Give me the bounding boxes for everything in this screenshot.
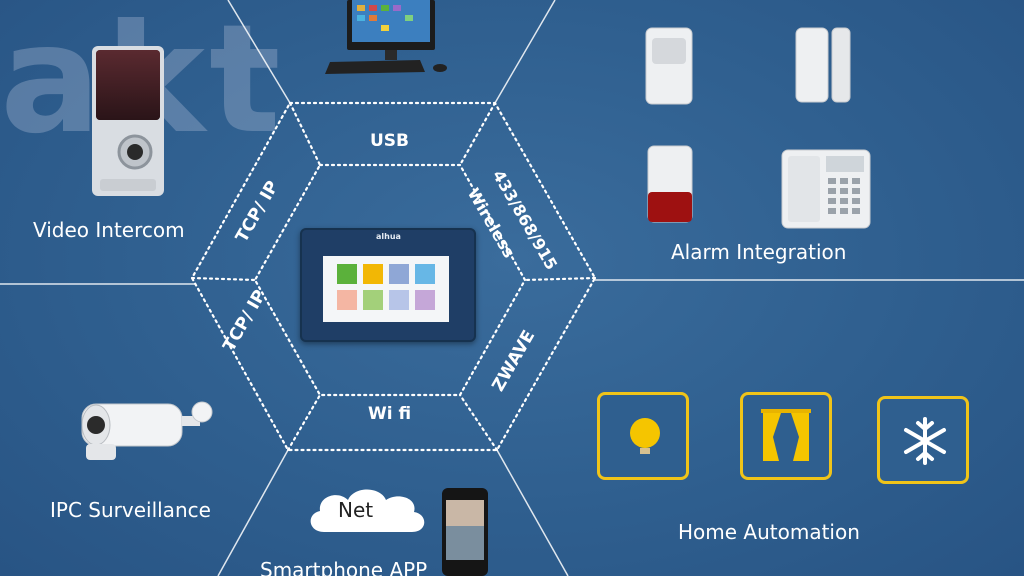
label-smartphone-app: Smartphone APP <box>260 558 428 576</box>
panel-app-tile <box>389 290 409 310</box>
desktop-computer-icon <box>325 0 447 74</box>
control-panel-screen <box>323 256 449 322</box>
panel-app-tile <box>337 264 357 284</box>
hex-label-usb: USB <box>370 131 410 151</box>
panel-app-tile <box>415 264 435 284</box>
label-home-automation: Home Automation <box>678 520 860 544</box>
label-video-intercom: Video Intercom <box>33 218 185 242</box>
smartphone-icon <box>442 488 488 576</box>
pir-sensor-icon <box>645 27 693 105</box>
panel-app-tile <box>337 290 357 310</box>
curtain-icon <box>761 409 811 461</box>
control-panel-device: alhua <box>300 228 476 342</box>
bullet-camera-icon <box>81 401 213 460</box>
cloud-icon <box>310 489 425 532</box>
tile-light <box>597 392 689 480</box>
panel-app-tile <box>363 264 383 284</box>
tile-climate <box>877 396 969 484</box>
label-ipc-surveillance: IPC Surveillance <box>50 498 211 522</box>
panel-app-tile <box>363 290 383 310</box>
snowflake-icon <box>904 417 946 465</box>
divider-bottom-left <box>217 449 289 576</box>
control-panel-brand: alhua <box>376 232 401 241</box>
panel-app-tile <box>415 290 435 310</box>
light-bulb-icon <box>630 418 660 454</box>
door-contact-sensor-icon <box>795 27 851 103</box>
label-alarm-integration: Alarm Integration <box>671 240 847 264</box>
hex-label-wifi: Wi fi <box>368 404 412 424</box>
divider-bottom-right <box>496 449 569 576</box>
siren-icon <box>647 145 693 223</box>
divider-top-right <box>494 0 556 104</box>
tile-curtain <box>740 392 832 480</box>
alarm-keypad-icon <box>781 149 871 229</box>
panel-app-tile <box>389 264 409 284</box>
video-intercom-device-icon <box>92 46 164 196</box>
divider-top-left <box>227 0 291 104</box>
label-net: Net <box>338 498 374 522</box>
